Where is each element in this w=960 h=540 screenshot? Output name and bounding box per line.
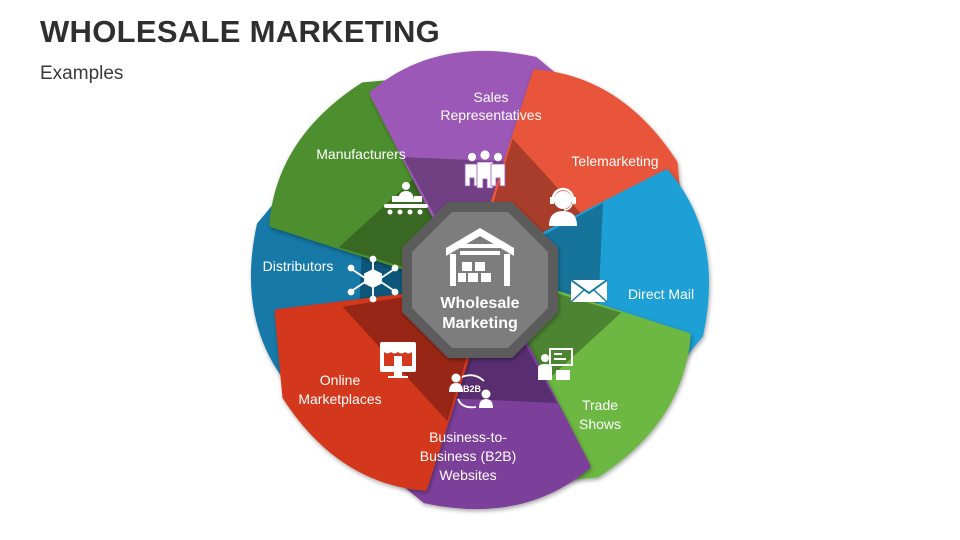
label-online-marketplaces-line1: Online: [320, 372, 361, 388]
presentation-icon: [538, 348, 573, 380]
label-b2b-line2: Business (B2B): [420, 448, 516, 464]
label-online-marketplaces-line2: Marketplaces: [298, 391, 381, 407]
label-sales-reps-line2: Representatives: [440, 107, 541, 123]
label-trade-shows-line1: Trade: [582, 397, 618, 413]
label-b2b-line1: Business-to-: [429, 429, 507, 445]
team-icon: [464, 149, 506, 189]
page-title: WHOLESALE MARKETING: [40, 14, 441, 49]
label-direct-mail: Direct Mail: [628, 286, 694, 302]
label-sales-reps-line1: Sales: [473, 89, 508, 105]
headset-agent-icon: [549, 187, 577, 226]
center-label-line1: Wholesale: [440, 295, 519, 312]
conveyor-worker-icon: [384, 182, 428, 215]
label-telemarketing: Telemarketing: [571, 153, 658, 169]
label-b2b-line3: Websites: [439, 467, 496, 483]
center-label-line2: Marketing: [442, 315, 518, 332]
b2b-icon: B2B: [449, 373, 493, 409]
page-subtitle: Examples: [40, 63, 124, 84]
label-distributors: Distributors: [263, 258, 334, 274]
svg-text:B2B: B2B: [463, 384, 482, 394]
petal-labels: Sales Representatives Telemarketing Dire…: [263, 89, 694, 483]
envelope-icon: [570, 279, 608, 303]
center-hub: [402, 202, 558, 358]
petals-layer: [250, 50, 710, 510]
label-manufacturers: Manufacturers: [316, 146, 405, 162]
label-trade-shows-line2: Shows: [579, 416, 621, 432]
storefront-icon: [380, 342, 416, 378]
distribution-network-icon: [347, 255, 399, 303]
warehouse-icon: [446, 228, 514, 286]
